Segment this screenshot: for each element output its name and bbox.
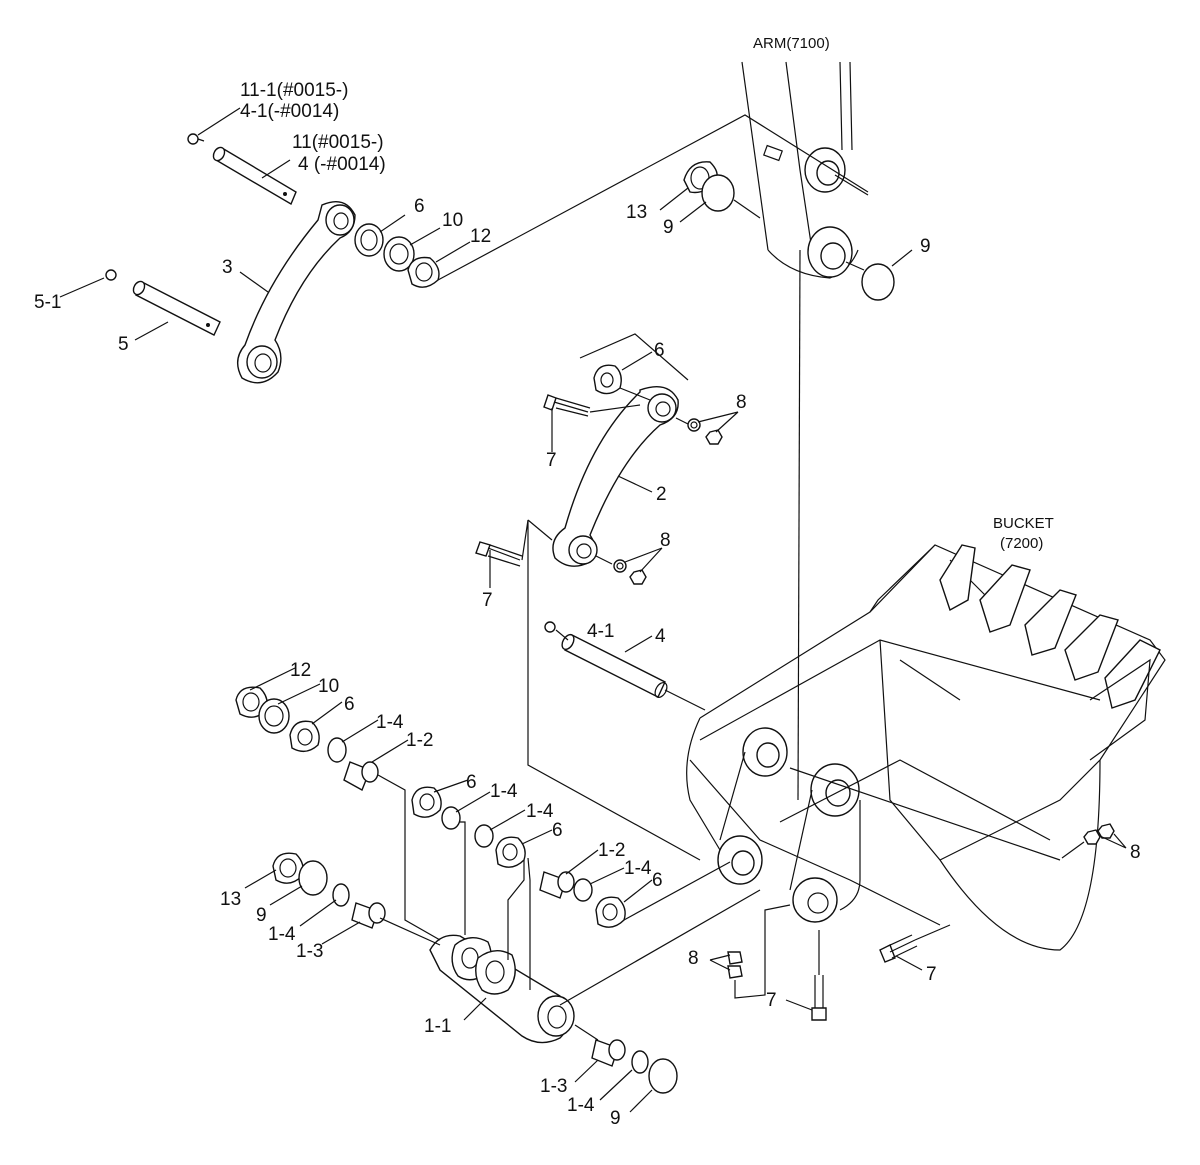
shims-lower-mid	[411, 786, 526, 868]
pin-4	[561, 633, 668, 698]
ring-1-4-f	[631, 1050, 649, 1074]
callout-8-low: 8	[688, 948, 699, 969]
o-ring-9-bottom	[648, 1058, 678, 1094]
grease-fitting-4-1	[544, 621, 556, 633]
callout-2: 2	[656, 484, 667, 505]
callout-1-2-b: 1-2	[598, 840, 625, 861]
callout-9-arm-left: 9	[663, 217, 674, 238]
bolt-7-upper	[543, 394, 591, 417]
callout-1-3-b: 1-3	[540, 1076, 567, 1097]
callout-5-1: 5-1	[34, 292, 61, 313]
bushing-1-3-lower	[591, 1039, 626, 1067]
callout-13-top: 13	[626, 202, 647, 223]
ring-1-4-e	[332, 883, 350, 907]
callout-9-bottom: 9	[610, 1108, 621, 1129]
callout-9-low: 9	[256, 905, 267, 926]
callout-10-low: 10	[318, 676, 339, 697]
nut-8-low	[727, 951, 743, 979]
callout-4-1: 4-1	[587, 621, 614, 642]
callout-13-low: 13	[220, 889, 241, 910]
callout-6-d: 6	[652, 870, 663, 891]
callout-6-top: 6	[414, 196, 425, 217]
callout-11-1: 11-1(#0015-)	[240, 80, 348, 101]
callout-12-low: 12	[290, 660, 311, 681]
pin-5	[132, 280, 221, 336]
bushing-1-2-upper	[343, 761, 379, 791]
callout-7-upper: 7	[546, 450, 557, 471]
callout-1-2-a: 1-2	[406, 730, 433, 751]
callout-6-c: 6	[552, 820, 563, 841]
callout-7-bucket: 7	[926, 964, 937, 985]
callout-8-upper: 8	[736, 392, 747, 413]
callout-1-1: 1-1	[424, 1016, 451, 1037]
shims-lower-left	[235, 686, 347, 763]
bolt-7-mid	[475, 541, 523, 567]
callout-6-mid: 6	[654, 340, 665, 361]
nut-8-bucket	[1083, 823, 1115, 845]
bucket	[686, 544, 1166, 951]
callout-1-3-a: 1-3	[296, 941, 323, 962]
callout-6-b: 6	[466, 772, 477, 793]
arm-assembly	[741, 61, 869, 801]
header-bucket-line1: BUCKET	[993, 515, 1054, 532]
grease-fitting-5-1	[105, 269, 117, 281]
header-arm: ARM(7100)	[753, 35, 830, 52]
callout-1-4-e: 1-4	[268, 924, 296, 945]
shim-6-mid	[593, 364, 622, 395]
callout-5: 5	[118, 334, 129, 355]
o-ring-9-low	[298, 860, 328, 896]
bolt-7-bucket	[879, 934, 918, 963]
callout-7-mid: 7	[482, 590, 493, 611]
leader-lines	[59, 107, 1127, 1113]
shims-top	[354, 223, 440, 288]
callout-3: 3	[222, 257, 233, 278]
header-bucket-line2: (7200)	[1000, 535, 1043, 552]
pin-11	[212, 146, 297, 206]
link-1-1	[429, 934, 575, 1044]
callout-4: 4	[655, 626, 666, 647]
callout-12-top: 12	[470, 226, 491, 247]
link-3	[237, 201, 356, 384]
shim-6-d	[595, 896, 626, 928]
arm-o-ring-9-left	[701, 174, 735, 212]
callout-1-4-d: 1-4	[624, 858, 652, 879]
callout-6-low: 6	[344, 694, 355, 715]
callout-10-top: 10	[442, 210, 463, 231]
ring-1-4-d	[573, 878, 593, 902]
ring-13-low	[272, 852, 304, 884]
callout-7-low: 7	[766, 990, 777, 1011]
link-2	[552, 386, 679, 567]
callout-4-1-range: 4-1(-#0014)	[240, 101, 339, 122]
callout-1-4-c: 1-4	[526, 801, 554, 822]
callout-8-mid: 8	[660, 530, 671, 551]
nut-8-mid	[613, 559, 647, 585]
callout-11: 11(#0015-)	[292, 132, 384, 153]
arm-o-ring-9-right	[861, 263, 895, 301]
grease-fitting-11-1	[187, 133, 205, 145]
callout-1-4-f: 1-4	[567, 1095, 595, 1116]
bushing-1-2-lower	[539, 871, 575, 899]
bolt-7-low	[811, 975, 827, 1021]
callout-9-arm-right: 9	[920, 236, 931, 257]
callout-4-range: 4 (-#0014)	[298, 154, 386, 175]
nut-8-upper	[687, 418, 723, 445]
callout-1-4-b: 1-4	[490, 781, 518, 802]
callout-1-4-a: 1-4	[376, 712, 404, 733]
callout-8-bucket: 8	[1130, 842, 1141, 863]
labels: ARM(7100) BUCKET (7200) 11-1(#0015-) 4-1…	[34, 35, 1141, 1129]
